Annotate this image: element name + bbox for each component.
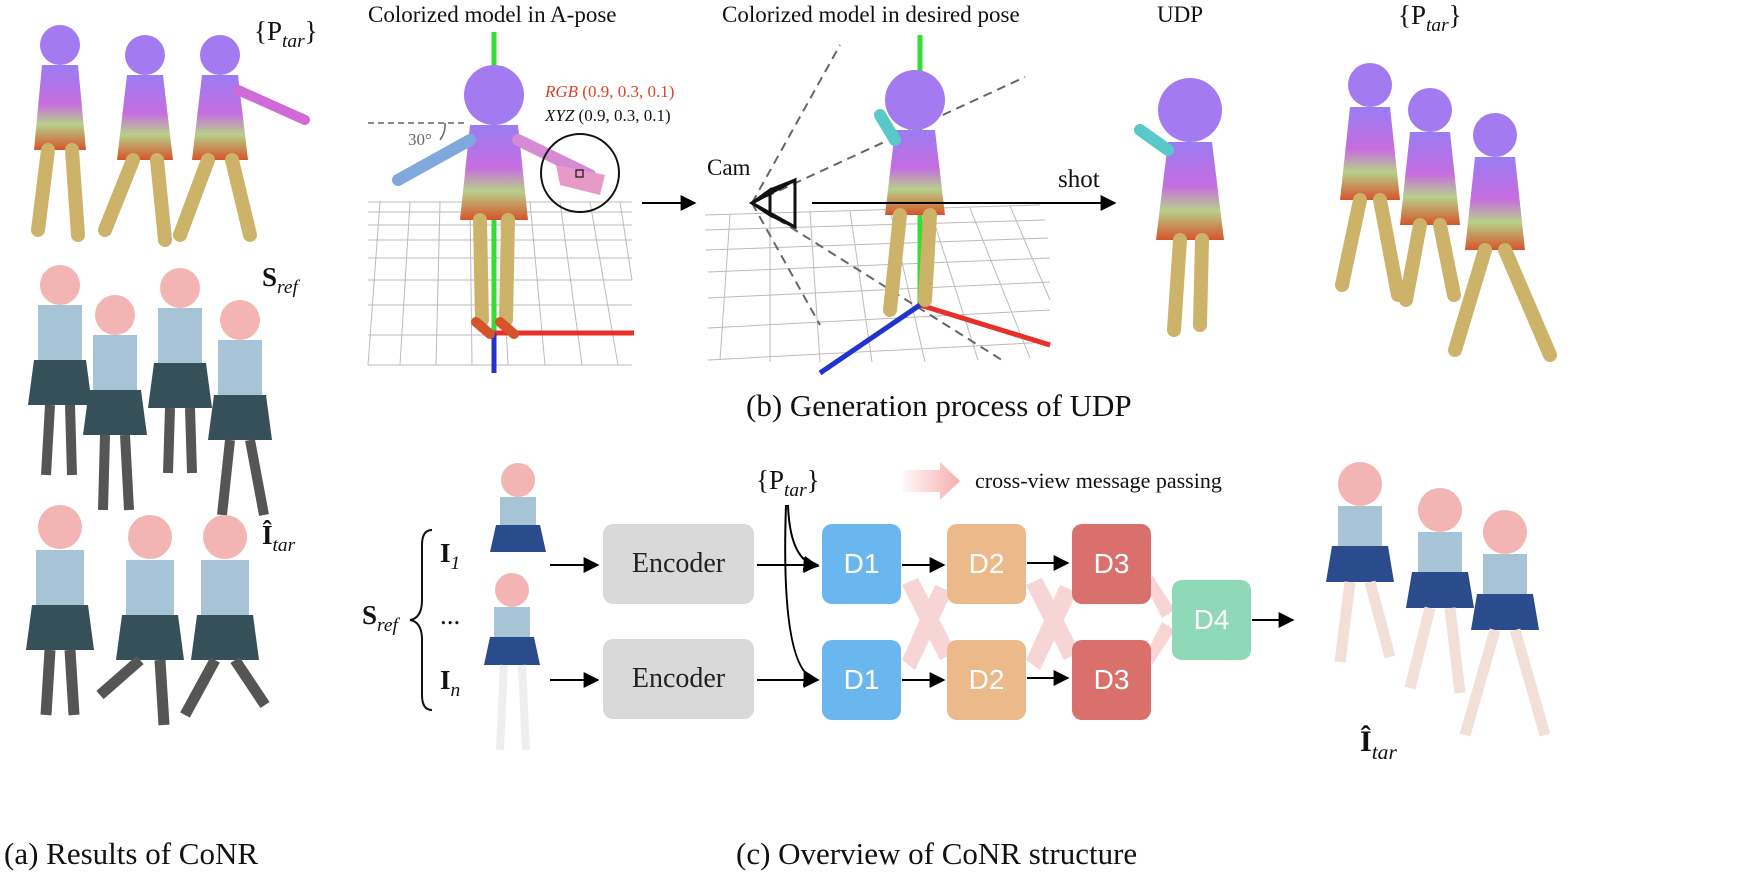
label-dots: ... — [440, 600, 461, 630]
panel-a-pose-figures — [31, 25, 310, 247]
title-desired-pose: Colorized model in desired pose — [722, 2, 1020, 27]
ptar-branch-top — [787, 504, 820, 572]
camera-icon — [748, 177, 797, 230]
xyz-annotation: XYZ (0.9, 0.3, 0.1) — [545, 106, 671, 125]
output-figures — [1326, 462, 1551, 737]
label-s-ref-a: Sref — [262, 262, 298, 298]
desired-pose-model — [874, 70, 945, 317]
rgb-annotation: RGB (0.9, 0.3, 0.1) — [545, 82, 675, 101]
label-i-tar-a: Îtar — [262, 520, 296, 556]
encoder-top-block: Encoder — [603, 524, 754, 604]
decoder-d2-bottom: D2 — [947, 640, 1026, 720]
apose-model — [392, 65, 596, 339]
encoder-bottom-block: Encoder — [603, 639, 754, 719]
label-i-tar-c: Îtar — [1360, 725, 1397, 764]
ptar-figures — [1335, 63, 1557, 362]
decoder-d1-top: D1 — [822, 524, 901, 604]
panel-a-result-figures — [26, 505, 270, 726]
udp-figure — [1134, 78, 1224, 337]
caption-b: (b) Generation process of UDP — [746, 388, 1132, 423]
ptar-branch-bottom — [784, 504, 820, 687]
camera-label: Cam — [707, 155, 751, 180]
caption-a: (a) Results of CoNR — [4, 836, 259, 871]
label-s-ref-c: Sref — [362, 600, 398, 636]
angle-indicator — [368, 122, 468, 141]
label-in: In — [440, 665, 461, 701]
decoder-d3-bottom: D3 — [1072, 640, 1151, 720]
caption-c: (c) Overview of CoNR structure — [736, 836, 1138, 871]
title-p-tar-b: {Ptar} — [1398, 0, 1462, 36]
decoder-d2-top: D2 — [947, 524, 1026, 604]
angle-label: 30° — [408, 130, 432, 149]
sref-brace — [409, 529, 433, 711]
shot-label: shot — [1058, 166, 1100, 193]
zoom-circle — [540, 133, 620, 213]
desired-pose-grid — [704, 204, 1051, 363]
title-udp: UDP — [1157, 2, 1204, 27]
legend-message-arrow — [902, 462, 960, 500]
label-i1: I1 — [440, 538, 461, 574]
decoder-d4: D4 — [1172, 580, 1251, 660]
decoder-d1-bottom: D1 — [822, 640, 901, 720]
reference-image-n — [484, 573, 540, 751]
reference-image-1 — [490, 463, 546, 552]
legend-label: cross-view message passing — [975, 468, 1222, 493]
title-apose: Colorized model in A-pose — [368, 2, 617, 27]
message-passing-bands — [902, 575, 1175, 670]
decoder-d3-top: D3 — [1072, 524, 1151, 604]
panel-a-reference-figures — [28, 265, 272, 516]
label-p-tar-a: {Ptar} — [254, 16, 318, 52]
label-p-tar-c: {Ptar} — [756, 465, 820, 501]
